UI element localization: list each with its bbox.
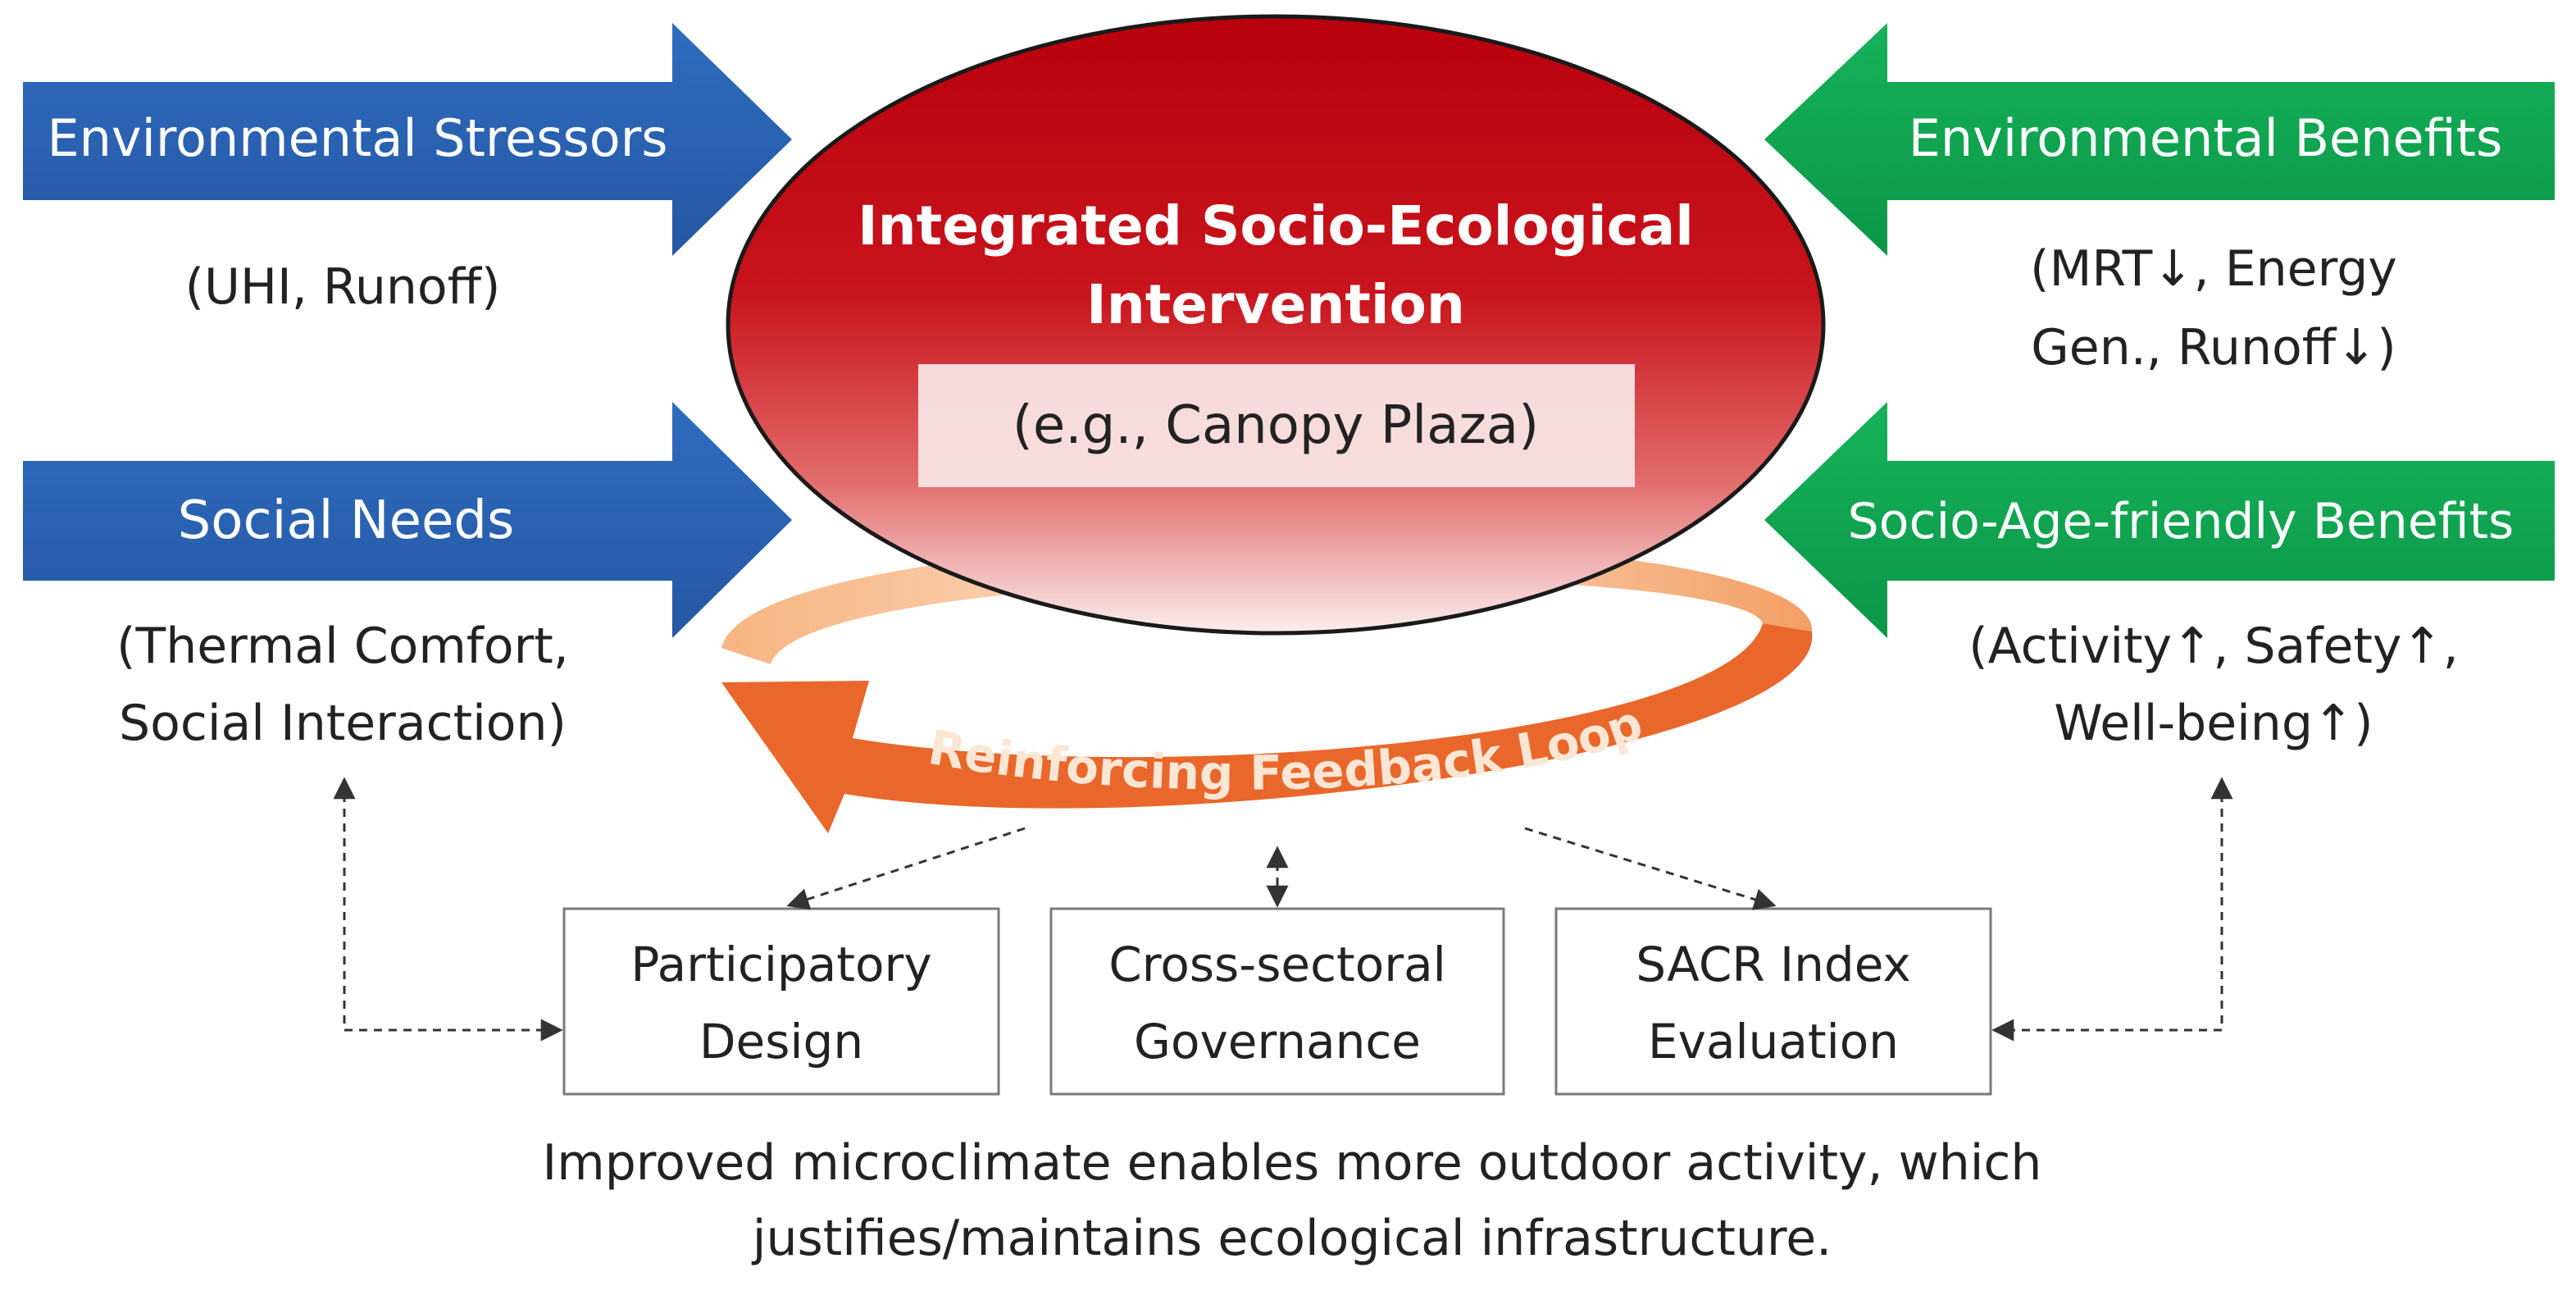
social-needs-detail-line2: Social Interaction) <box>119 695 567 752</box>
feedback-loop-front: Reinforcing Feedback Loop <box>721 623 1813 833</box>
environmental-stressors-label: Environmental Stressors <box>47 108 667 168</box>
social-needs-label: Social Needs <box>178 490 515 551</box>
dashed-connectors <box>333 777 2233 1042</box>
caption-line1: Improved microclimate enables more outdo… <box>543 1134 2042 1192</box>
arrow-social-needs: Social Needs <box>23 402 792 638</box>
social-needs-detail-line1: (Thermal Comfort, <box>116 618 569 675</box>
connector-loop-to-sacr <box>1524 827 1777 910</box>
cross-sectoral-governance-line1: Cross-sectoral <box>1108 937 1445 992</box>
box-participatory-design: Participatory Design <box>562 907 1000 1096</box>
sacr-index-evaluation-line1: SACR Index <box>1636 937 1910 992</box>
arrow-socio-age-friendly-benefits: Socio-Age-friendly Benefits <box>1764 402 2555 638</box>
box-cross-sectoral-governance: Cross-sectoral Governance <box>1049 907 1505 1096</box>
environmental-benefits-detail-line2: Gen., Runoff↓) <box>2031 319 2396 376</box>
participatory-design-line2: Design <box>699 1014 863 1069</box>
intervention-title-line1: Integrated Socio-Ecological <box>858 194 1694 258</box>
socio-age-friendly-detail-line1: (Activity↑, Safety↑, <box>1968 618 2458 675</box>
central-intervention-ellipse: Integrated Socio-Ecological Intervention… <box>726 14 1826 636</box>
environmental-benefits-detail-line1: (MRT↓, Energy <box>2030 240 2397 298</box>
participatory-design-line1: Participatory <box>630 937 931 992</box>
connector-loop-to-participatory <box>786 827 1026 910</box>
arrow-environmental-benefits: Environmental Benefits <box>1764 23 2555 256</box>
socio-age-friendly-detail-line2: Well-being↑) <box>2054 695 2373 752</box>
connector-social-needs-to-participatory <box>333 777 563 1042</box>
example-box <box>918 364 1635 487</box>
box-sacr-index-evaluation: SACR Index Evaluation <box>1554 907 1992 1096</box>
socio-age-friendly-benefits-label: Socio-Age-friendly Benefits <box>1848 493 2515 550</box>
arrow-environmental-stressors: Environmental Stressors <box>23 23 792 256</box>
connector-benefits-to-sacr <box>1991 777 2233 1042</box>
caption-line2: justifies/maintains ecological infrastru… <box>751 1210 1832 1267</box>
sacr-index-evaluation-line2: Evaluation <box>1648 1014 1899 1069</box>
cross-sectoral-governance-line2: Governance <box>1134 1014 1421 1069</box>
environmental-benefits-label: Environmental Benefits <box>1909 108 2503 168</box>
environmental-stressors-detail: (UHI, Runoff) <box>185 258 501 316</box>
loop-label: Reinforcing Feedback Loop <box>924 695 1650 801</box>
intervention-title-line2: Intervention <box>1086 273 1465 336</box>
intervention-example: (e.g., Canopy Plaza) <box>1013 395 1539 456</box>
